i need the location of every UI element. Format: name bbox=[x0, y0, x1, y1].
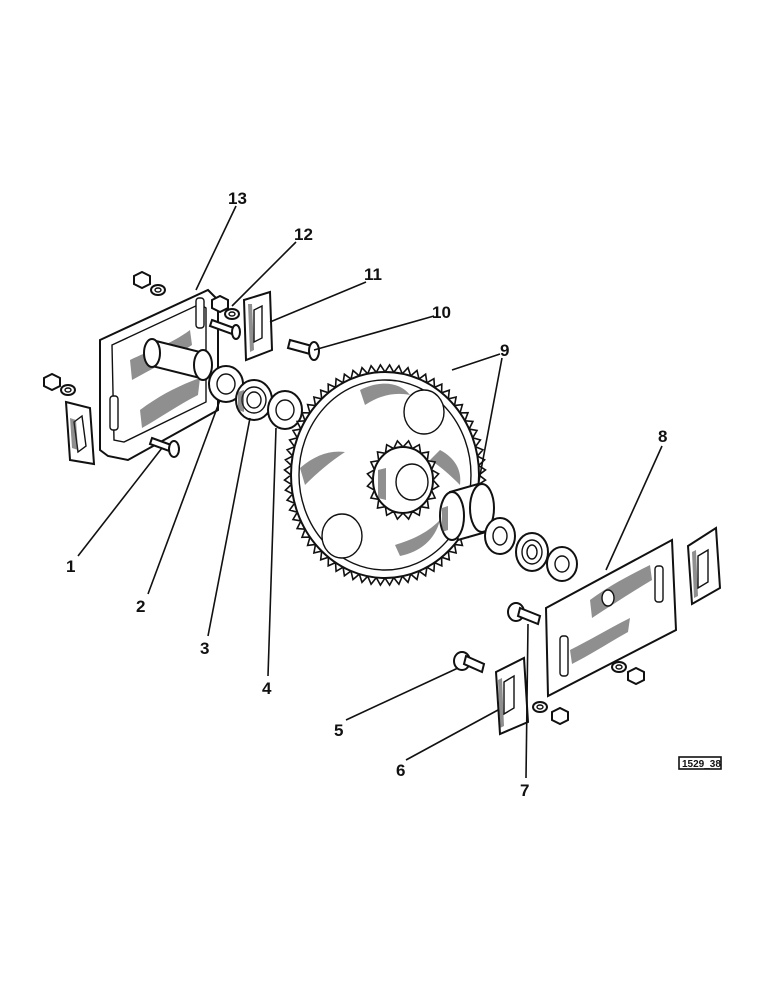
thrust-washer bbox=[546, 546, 578, 582]
needle-bearing bbox=[515, 532, 549, 572]
leader-line-5 bbox=[345, 667, 459, 721]
callout-5: 5 bbox=[334, 721, 343, 740]
reference-code-box: 1529_38 bbox=[678, 756, 722, 770]
callout-6: 6 bbox=[396, 761, 405, 780]
leader-line-4 bbox=[267, 427, 277, 677]
callout-labels: 1 2 3 4 5 6 7 8 9 10 11 12 13 bbox=[66, 189, 667, 800]
washer bbox=[532, 701, 548, 713]
bolt bbox=[286, 338, 320, 361]
leader-line-7 bbox=[525, 623, 529, 779]
washer bbox=[224, 308, 240, 320]
leader-line-11 bbox=[269, 281, 367, 323]
leader-line-8 bbox=[605, 445, 663, 571]
callout-8: 8 bbox=[658, 427, 667, 446]
small-sprocket bbox=[366, 439, 440, 521]
bolt bbox=[208, 318, 241, 340]
leader-line-12 bbox=[231, 241, 297, 307]
slotted-shim bbox=[242, 290, 274, 362]
leader-line-6 bbox=[405, 709, 499, 761]
bushing bbox=[439, 482, 495, 542]
washer bbox=[60, 384, 76, 396]
callout-7: 7 bbox=[520, 781, 529, 800]
callout-1: 1 bbox=[66, 557, 75, 576]
reference-code-frame bbox=[678, 756, 722, 770]
leader-line-1 bbox=[77, 447, 163, 557]
callout-10: 10 bbox=[432, 303, 451, 322]
leader-line-2 bbox=[147, 399, 221, 595]
thrust-washer bbox=[484, 517, 516, 555]
washer bbox=[611, 661, 627, 673]
thrust-washer bbox=[208, 365, 244, 403]
leader-line-9a bbox=[451, 353, 501, 371]
callout-2: 2 bbox=[136, 597, 145, 616]
slotted-shim bbox=[494, 656, 530, 736]
bearing-housing-plate bbox=[99, 288, 219, 462]
callout-13: 13 bbox=[228, 189, 247, 208]
nut bbox=[43, 372, 61, 392]
nut bbox=[551, 706, 569, 726]
needle-bearing bbox=[235, 379, 273, 421]
callout-11: 11 bbox=[364, 265, 382, 284]
washer bbox=[150, 284, 166, 296]
nut bbox=[211, 294, 229, 314]
leader-line-9b bbox=[477, 357, 503, 487]
nut bbox=[627, 666, 645, 686]
callout-3: 3 bbox=[200, 639, 209, 658]
nut bbox=[133, 270, 151, 290]
mounting-plate bbox=[544, 538, 678, 698]
leader-line-13 bbox=[195, 205, 237, 291]
thrust-washer bbox=[267, 390, 303, 430]
slotted-shim bbox=[686, 526, 722, 606]
bolt bbox=[148, 436, 180, 458]
callout-12: 12 bbox=[294, 225, 313, 244]
callout-4: 4 bbox=[262, 679, 272, 698]
reference-code-text: 1529_38 bbox=[682, 759, 721, 770]
slotted-shim bbox=[64, 400, 96, 466]
carriage-bolt bbox=[453, 651, 486, 674]
leader-line-3 bbox=[207, 417, 251, 637]
leader-line-10 bbox=[313, 315, 435, 351]
carriage-bolt bbox=[507, 602, 542, 626]
callout-9: 9 bbox=[500, 341, 509, 360]
leader-lines bbox=[77, 205, 663, 779]
